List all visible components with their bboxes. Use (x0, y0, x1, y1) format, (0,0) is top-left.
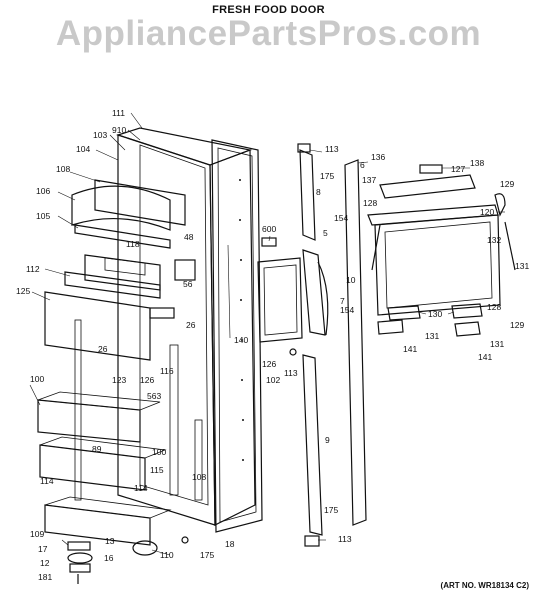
callout: 100 (30, 374, 44, 384)
callout: 6 (360, 160, 365, 170)
callout: 600 (262, 224, 276, 234)
callout: 910 (112, 125, 126, 135)
dispenser-cavity (84, 254, 161, 291)
leader-lines (29, 112, 505, 556)
callout: 129 (510, 320, 524, 330)
callout: 10 (346, 275, 356, 285)
right-hinge-parts (371, 193, 516, 271)
callout: 128 (487, 302, 501, 312)
callout: 137 (362, 175, 376, 185)
callout: 131 (425, 331, 439, 341)
diagram-title: FRESH FOOD DOOR (212, 4, 325, 16)
top-trim-assembly (71, 179, 186, 249)
callout: 175 (200, 550, 214, 560)
door-bins (37, 391, 172, 546)
callout: 8 (316, 187, 321, 197)
callout: 138 (470, 158, 484, 168)
callout: 154 (340, 305, 354, 315)
callout: 48 (184, 232, 194, 242)
door-liner (116, 127, 256, 526)
callout: 127 (451, 164, 465, 174)
door-panel-frame (257, 257, 303, 343)
callout: 126 (140, 375, 154, 385)
panel-125 (44, 291, 151, 361)
callout: 13 (105, 536, 115, 546)
callout: 56 (183, 279, 193, 289)
callout: 175 (324, 505, 338, 515)
callout: 106 (36, 186, 50, 196)
callout: 141 (403, 344, 417, 354)
callout: 108 (56, 164, 70, 174)
callout: 113 (325, 144, 339, 154)
hinge-hardware (67, 540, 158, 584)
callout: 9 (325, 435, 330, 445)
callout: 17 (38, 544, 48, 554)
callout: 131 (490, 339, 504, 349)
callout: 154 (334, 213, 348, 223)
callout: 105 (36, 211, 50, 221)
callout: 563 (147, 391, 161, 401)
callout: 125 (16, 286, 30, 296)
callout: 103 (93, 130, 107, 140)
callout: 111 (112, 108, 125, 118)
callout: 140 (234, 335, 248, 345)
liner-rails (74, 319, 203, 501)
callout: 118 (126, 239, 140, 249)
door-gasket (211, 139, 263, 533)
callout: 120 (480, 207, 494, 217)
handle-rails (299, 149, 367, 536)
callout: 136 (371, 152, 385, 162)
callout: 141 (478, 352, 492, 362)
callout: 26 (186, 320, 196, 330)
callout: 104 (76, 144, 90, 154)
callout: 181 (38, 572, 52, 582)
top-trim-right (379, 164, 476, 199)
callout: 131 (515, 261, 529, 271)
callout: 108 (192, 472, 206, 482)
callout: 89 (92, 444, 102, 454)
glass-door (367, 204, 501, 316)
callout-labels: 111 910 103 104 108 106 105 118 48 112 1… (16, 108, 529, 582)
handle (302, 249, 329, 336)
callout: 5 (323, 228, 328, 238)
callout: 132 (487, 235, 501, 245)
callout: 113 (284, 368, 298, 378)
callout: 114 (40, 476, 54, 486)
callout: 130 (428, 309, 442, 319)
callout: 16 (104, 553, 114, 563)
callout: 100 (152, 447, 166, 457)
callout: 113 (338, 534, 352, 544)
shelf-112 (64, 271, 161, 299)
callout: 123 (112, 375, 126, 385)
callout: 114 (134, 483, 148, 493)
callout: 129 (500, 179, 514, 189)
callout: 109 (30, 529, 44, 539)
callout: 110 (160, 550, 174, 560)
callout: 26 (98, 344, 108, 354)
small-parts (149, 143, 320, 547)
callout: 128 (363, 198, 377, 208)
callout: 102 (266, 375, 280, 385)
callout: 126 (262, 359, 276, 369)
art-number: (ART NO. WR18134 C2) (440, 581, 529, 590)
callout: 112 (26, 264, 40, 274)
callout: 116 (160, 366, 174, 376)
watermark: AppliancePartsPros.com (55, 14, 482, 53)
bottom-brackets (377, 303, 483, 337)
gasket-fastener-dots (239, 179, 244, 461)
callout: 175 (320, 171, 334, 181)
callout: 115 (150, 465, 164, 475)
callout: 12 (40, 558, 50, 568)
callout: 7 (340, 296, 345, 306)
callout: 18 (225, 539, 235, 549)
